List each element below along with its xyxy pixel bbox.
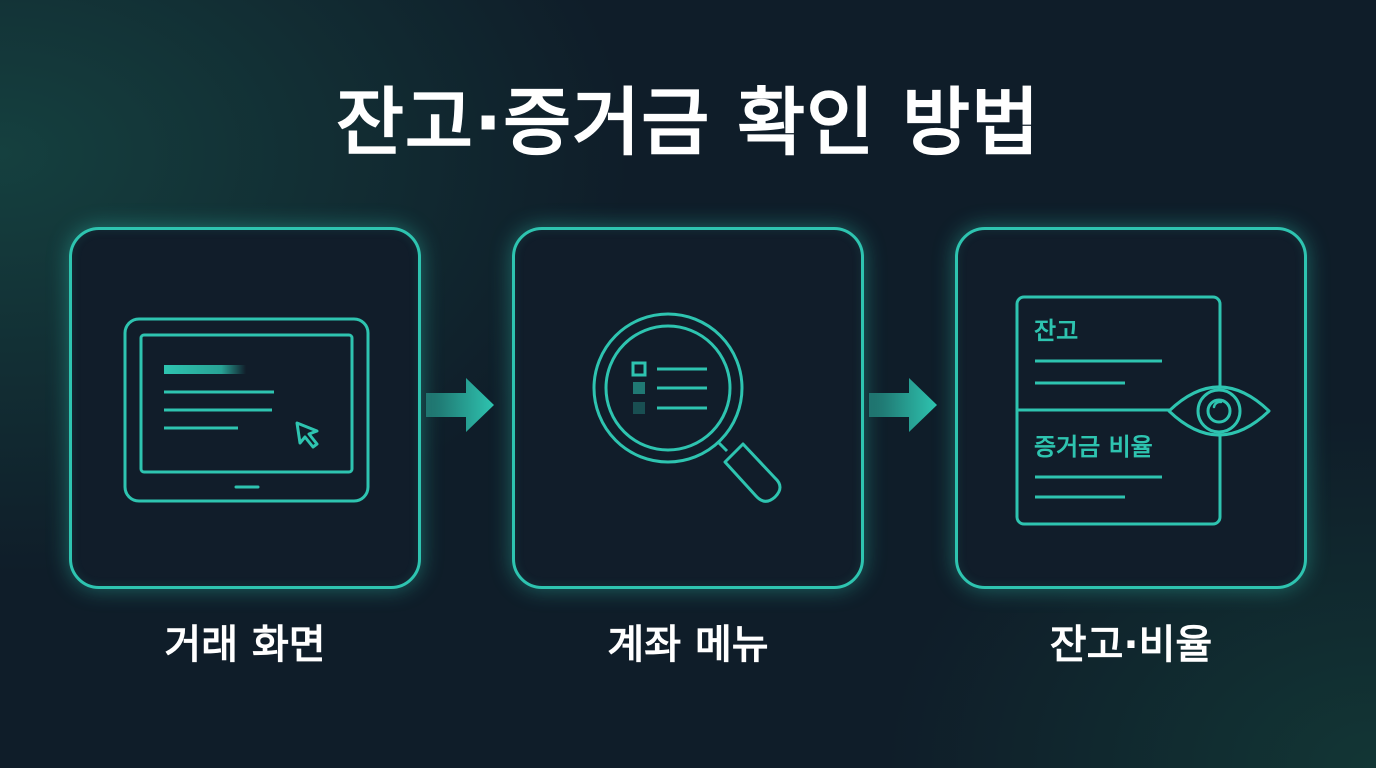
doc-label-balance: 잔고 [1034, 317, 1078, 345]
step-caption-account-menu: 계좌 메뉴 [607, 622, 769, 668]
doc-label-margin-ratio: 증거금 비율 [1034, 433, 1153, 461]
monitor-cursor-icon [123, 317, 370, 503]
arrow-right-icon [869, 378, 937, 432]
step-caption-trading-screen: 거래 화면 [164, 622, 326, 668]
arrow-right-icon [426, 378, 494, 432]
step-card-trading-screen [69, 227, 421, 589]
magnifier-list-icon [592, 312, 782, 503]
step-caption-balance-ratio: 잔고·비율 [1049, 622, 1213, 668]
page-title: 잔고·증거금 확인 방법 [335, 80, 1041, 166]
document-eye-icon: 잔고 증거금 비율 [1015, 295, 1271, 526]
step-card-balance-ratio: 잔고 증거금 비율 [955, 227, 1307, 589]
step-card-account-menu [512, 227, 864, 589]
